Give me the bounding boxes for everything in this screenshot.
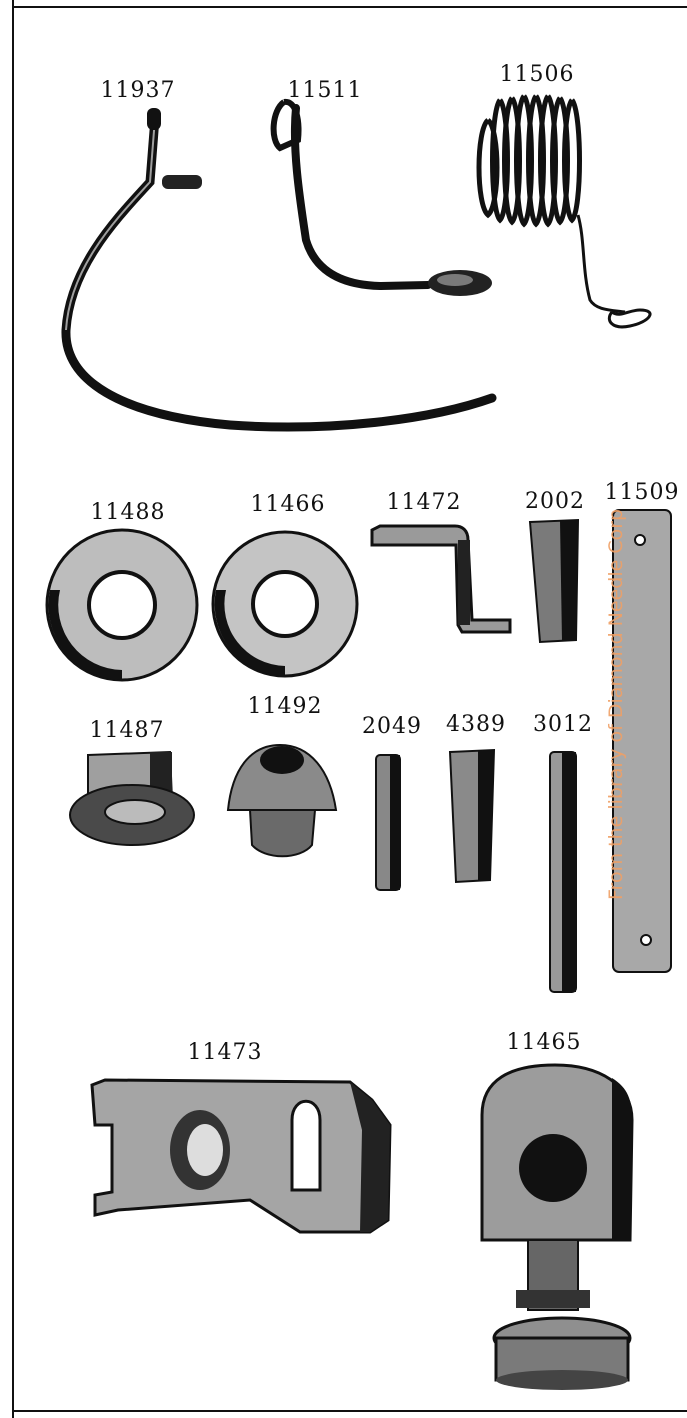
frame-left-rule [12,0,14,1418]
part-number-11472: 11472 [386,490,462,515]
part-number-11511: 11511 [287,78,363,103]
part-number-11509: 11509 [604,480,680,505]
part-number-3012: 3012 [533,712,593,737]
part-number-11465: 11465 [506,1030,582,1055]
part-number-11466: 11466 [250,492,326,517]
part-number-2002: 2002 [525,489,585,514]
part-number-11506: 11506 [499,62,575,87]
frame-top-rule [12,6,687,8]
frame-bottom-rule [12,1410,687,1412]
part-number-11487: 11487 [89,718,165,743]
library-watermark: From the library of Diamond Needle Corp [605,508,627,900]
part-number-11488: 11488 [90,500,166,525]
part-number-4389: 4389 [446,712,506,737]
part-number-11473: 11473 [187,1040,263,1065]
part-number-11937: 11937 [100,78,176,103]
part-number-2049: 2049 [362,714,422,739]
part-number-11492: 11492 [247,694,323,719]
